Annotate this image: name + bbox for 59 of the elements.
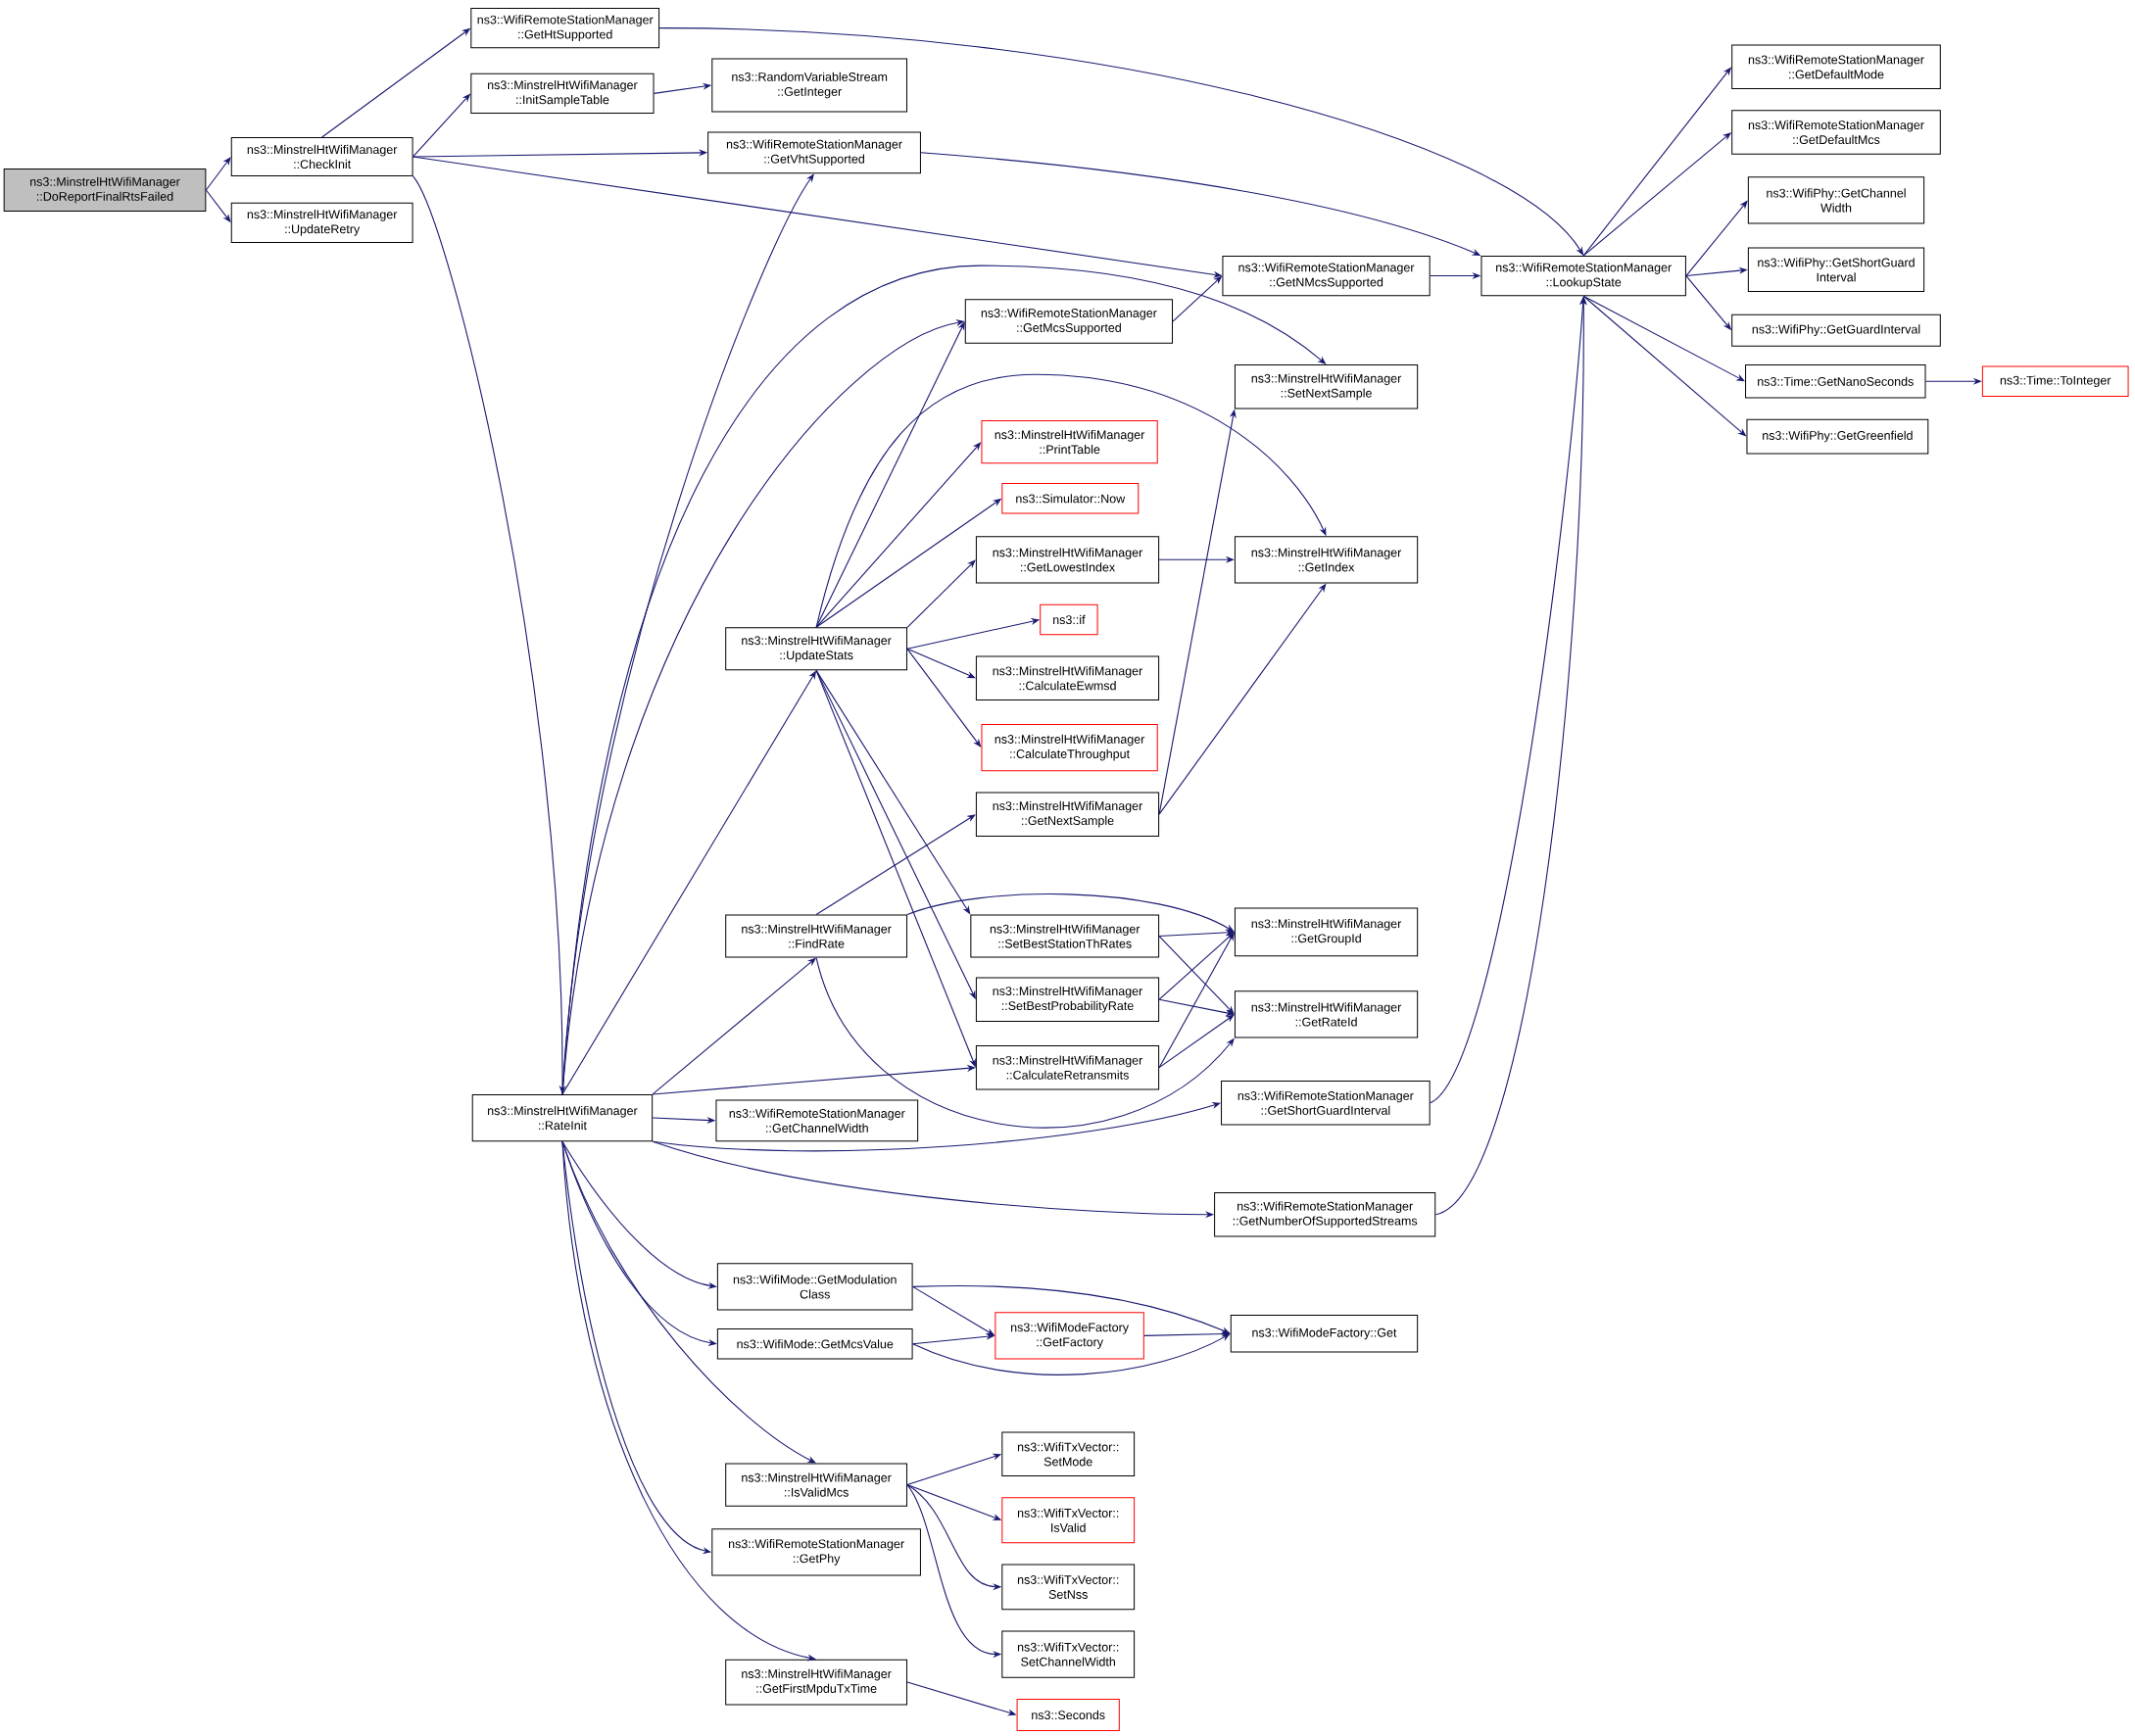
function-box: ns3::MinstrelHtWifiManager ::SetNextSample [1234,364,1419,410]
function-box: ns3::WifiRemoteStationManager ::GetNumberOfSupportedStreams [1214,1192,1436,1237]
function-box: ns3::MinstrelHtWifiManager ::SetBestProbabilityRate [975,977,1160,1022]
function-box: ns3::WifiRemoteStationManager ::GetHtSupported [470,8,660,49]
arrow [906,559,976,628]
function-box: ns3::Seconds [1016,1698,1120,1731]
function-box: ns3::MinstrelHtWifiManager ::GetNextSample [975,792,1160,837]
function-box: ns3::WifiRemoteStationManager ::GetNMcsSupported [1222,255,1431,297]
function-box: ns3::RandomVariableStream ::GetInteger [711,58,908,113]
function-box: ns3::MinstrelHtWifiManager ::IsValidMcs [725,1463,908,1507]
function-box: ns3::WifiTxVector:: SetNss [1001,1564,1136,1611]
arrow [906,648,976,679]
function-box: ns3::MinstrelHtWifiManager ::GetGroupId [1234,907,1419,957]
arrow [1158,1014,1235,1069]
function-box: ns3::MinstrelHtWifiManager ::RateInit [471,1093,654,1142]
arrow [815,373,1327,628]
function-box: ns3::WifiModeFactory ::GetFactory [995,1312,1144,1360]
arrow [906,893,1235,933]
function-box: ns3::MinstrelHtWifiManager ::GetRateId [1234,990,1419,1038]
function-box: ns3::MinstrelHtWifiManager ::InitSampleTable [470,72,655,114]
function-box: ns3::WifiPhy::GetGuardInterval [1731,313,1941,347]
function-box: ns3::WifiRemoteStationManager ::LookupState [1480,255,1686,297]
function-box: ns3::if [1040,603,1098,636]
function-box: ns3::WifiTxVector:: SetMode [1001,1431,1136,1477]
function-box: ns3::WifiMode::GetMcsValue [716,1328,913,1360]
function-box: ns3::MinstrelHtWifiManager ::UpdateRetry [230,202,413,243]
function-box: ns3::MinstrelHtWifiManager ::GetIndex [1234,536,1419,584]
function-box: ns3::MinstrelHtWifiManager ::CheckInit [230,137,413,176]
function-box: ns3::Time::GetNanoSeconds [1745,364,1926,399]
function-box: ns3::WifiPhy::GetChannel Width [1747,176,1925,224]
function-box: ns3::WifiRemoteStationManager ::GetVhtSupported [707,131,921,174]
function-box: ns3::WifiRemoteStationManager ::GetDefaultMode [1731,44,1941,89]
function-box: ns3::WifiRemoteStationManager ::GetPhy [711,1528,921,1576]
arrow [815,321,965,628]
function-box: ns3::WifiPhy::GetGreenfield [1746,418,1929,455]
function-box: ns3::MinstrelHtWifiManager ::SetBestStationThRates [970,914,1160,958]
function-box: ns3::WifiRemoteStationManager ::GetChannelWidth [715,1099,919,1142]
function-box: ns3::WifiPhy::GetShortGuard Interval [1747,247,1925,293]
function-box: ns3::MinstrelHtWifiManager ::DoReportFinalRtsFailed [3,168,207,213]
function-box: ns3::MinstrelHtWifiManager ::FindRate [725,914,908,958]
function-box: ns3::WifiRemoteStationManager ::GetShortGuardInterval [1221,1081,1431,1126]
arrow [815,957,1235,1129]
function-box: ns3::MinstrelHtWifiManager ::PrintTable [981,420,1158,464]
function-box: ns3::WifiModeFactory::Get [1230,1315,1419,1353]
arrow [1158,932,1235,1000]
function-box: ns3::WifiTxVector:: IsValid [1001,1497,1136,1544]
function-box: ns3::WifiTxVector:: SetChannelWidth [1001,1630,1136,1678]
function-box: ns3::MinstrelHtWifiManager ::GetFirstMpduTxTime [725,1659,908,1706]
function-box: ns3::MinstrelHtWifiManager ::CalculateRetransmits [975,1044,1160,1090]
function-box: ns3::Simulator::Now [1001,483,1140,514]
function-box: ns3::WifiRemoteStationManager ::GetMcsSupported [964,299,1173,344]
function-box: ns3::MinstrelHtWifiManager ::CalculateEwmsd [975,655,1160,700]
function-box: ns3::WifiMode::GetModulation Class [716,1263,913,1311]
function-box: ns3::MinstrelHtWifiManager ::GetLowestIndex [975,536,1160,584]
function-box: ns3::MinstrelHtWifiManager ::UpdateStats [725,627,908,671]
function-box: ns3::Time::ToInteger [1981,365,2129,398]
arrow [815,814,976,916]
function-box: ns3::MinstrelHtWifiManager ::CalculateThroughput [981,723,1158,772]
function-box: ns3::WifiRemoteStationManager ::GetDefaultMcs [1731,110,1941,155]
